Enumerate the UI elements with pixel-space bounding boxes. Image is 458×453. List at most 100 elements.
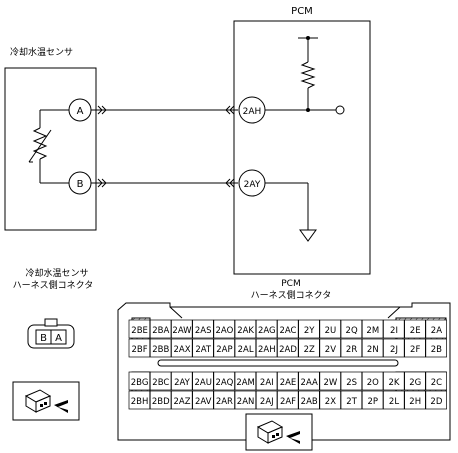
pcm-pin-cell — [383, 338, 405, 358]
pcm-pin-cell — [149, 371, 172, 391]
pcm-pin-cell — [361, 338, 384, 358]
pcm-pin-label: 2I — [390, 326, 398, 336]
pcm-pin-label: 2AG — [258, 326, 276, 336]
pcm-pin-label: 2AY — [174, 378, 191, 388]
pcm-pin-cell — [298, 390, 320, 410]
pcm-pin-cell — [404, 390, 426, 410]
pcm-pin-cell — [361, 371, 384, 391]
pcm-pin-label: 2AP — [216, 345, 232, 355]
pcm-pin-cell — [128, 390, 151, 410]
pcm-pin-label: 2L — [389, 397, 399, 407]
pcm-pin-label: 2J — [390, 345, 398, 355]
pcm-pin-label: 2AE — [280, 378, 297, 388]
junction-node — [306, 108, 310, 112]
pcm-box — [233, 20, 371, 275]
pcm-pin-label: 2X — [325, 397, 336, 407]
pcm-pin-cell — [213, 390, 235, 410]
pcm-pin-cell — [298, 319, 320, 339]
pcm-pin-cell — [149, 338, 172, 358]
pcm-pin-label: 2B — [431, 345, 442, 355]
terminal-a-label: A — [77, 106, 84, 117]
pcm-pin-label: 2Z — [304, 345, 315, 355]
pcm-pin-cell — [404, 371, 426, 391]
pcm-pin-cell — [149, 390, 172, 410]
pcm-pin-label: 2AF — [280, 397, 296, 407]
sensor-pin-b: B — [40, 333, 47, 344]
pcm-pin-cell — [319, 371, 341, 391]
supply-node — [306, 36, 310, 40]
pcm-pin-label: 2BH — [131, 397, 149, 407]
pcm-pin-cell — [171, 371, 193, 391]
pcm-pin-label: 2M — [366, 326, 379, 336]
signal-wires — [91, 105, 238, 188]
pcm-pin-cell — [192, 319, 214, 339]
pcm-pin-cell — [213, 319, 235, 339]
pcm-terminal-2ah-label: 2AH — [243, 107, 262, 117]
pcm-pin-label: 2BD — [152, 397, 170, 407]
pcm-pin-label: 2AC — [279, 326, 296, 336]
pcm-pin-label: 2T — [346, 397, 357, 407]
pcm-pin-cell — [277, 319, 299, 339]
pcm-pin-label: 2E — [410, 326, 421, 336]
pcm-pin-label: 2W — [323, 378, 337, 388]
sensor-box — [4, 67, 97, 231]
pcm-pin-cell — [255, 371, 278, 391]
view-direction-icon-pcm — [245, 413, 313, 451]
pcm-pin-label: 2Y — [304, 326, 315, 336]
pcm-pin-label: 2K — [389, 378, 400, 388]
pcm-connector-title-2: ハーネス側コネクタ — [251, 289, 332, 301]
pcm-pin-label: 2AT — [195, 345, 212, 355]
pcm-pin-label: 2A — [431, 326, 442, 336]
pcm-pin-cell — [383, 371, 405, 391]
terminal-b-label: B — [77, 179, 84, 190]
pcm-pin-cell — [298, 371, 320, 391]
pcm-pin-cell — [425, 371, 447, 391]
sensor-pin-a: A — [55, 333, 62, 344]
pcm-pin-cell — [128, 338, 151, 358]
pcm-pin-label: 2AH — [258, 345, 276, 355]
pcm-pin-label: 2BG — [131, 378, 149, 388]
pcm-pin-cell — [383, 319, 405, 339]
pcm-pin-label: 2BB — [152, 345, 169, 355]
pcm-pin-label: 2P — [368, 397, 379, 407]
pcm-terminal-2ay-label: 2AY — [244, 180, 261, 190]
pcm-pin-cell — [255, 390, 278, 410]
pcm-pin-label: 2AZ — [173, 397, 190, 407]
pcm-pin-cell — [192, 371, 214, 391]
pcm-pin-cell — [192, 390, 214, 410]
pcm-pin-label: 2AJ — [260, 397, 274, 407]
pcm-pin-cell — [213, 371, 235, 391]
pcm-pin-label: 2N — [367, 345, 379, 355]
pcm-pin-cell — [298, 338, 320, 358]
pcm-pin-label: 2H — [409, 397, 421, 407]
pcm-pin-label: 2AU — [194, 378, 211, 388]
pcm-pin-cell — [361, 390, 384, 410]
pcm-pin-cell — [171, 338, 193, 358]
pcm-pin-label: 2AN — [237, 397, 255, 407]
pcm-pin-label: 2AL — [238, 345, 254, 355]
pcm-pin-cell — [340, 319, 363, 339]
pcm-pin-label: 2S — [346, 378, 357, 388]
pcm-pin-cell — [192, 338, 214, 358]
pcm-pin-cell — [404, 338, 426, 358]
pcm-pin-label: 2AQ — [216, 378, 234, 388]
pcm-pin-cell — [149, 319, 172, 339]
sensor-label: 冷却水温センサ — [10, 46, 73, 58]
pcm-pin-cell — [234, 390, 257, 410]
pcm-pin-label: 2V — [325, 345, 336, 355]
pcm-pin-label: 2AK — [237, 326, 254, 336]
sensor-connector: B A — [27, 318, 75, 349]
pcm-pin-cell — [234, 371, 257, 391]
pcm-pin-cell — [255, 319, 278, 339]
pcm-pin-cell — [319, 338, 341, 358]
pcm-label: PCM — [291, 6, 313, 17]
pcm-pin-cell — [319, 390, 341, 410]
pcm-pin-label: 2AW — [172, 326, 192, 336]
pcm-pin-label: 2AA — [301, 378, 318, 388]
pcm-pin-cell — [319, 319, 341, 339]
pcm-pin-cell — [425, 319, 447, 339]
pcm-pin-label: 2D — [430, 397, 442, 407]
